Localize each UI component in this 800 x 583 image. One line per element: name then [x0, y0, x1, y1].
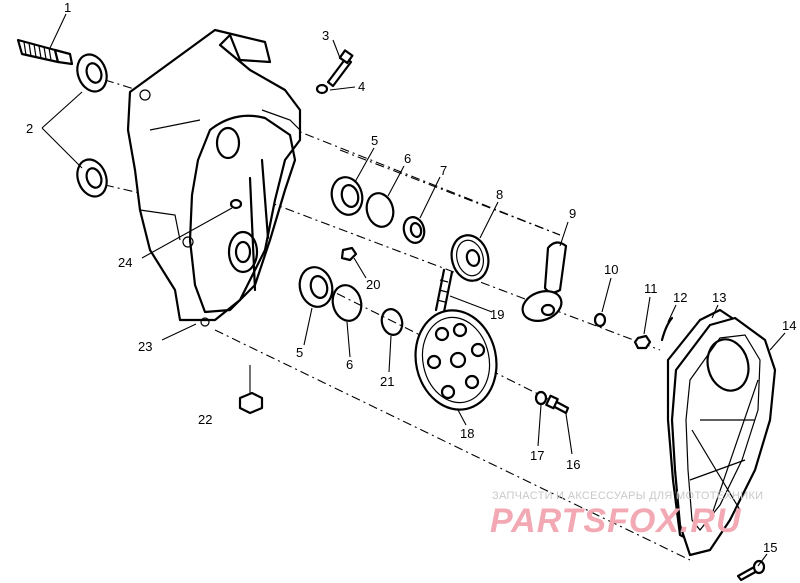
part-5-bearing-upper — [330, 176, 364, 216]
callout-21: 21 — [380, 374, 394, 389]
watermark-tagline: ЗАПЧАСТИ И АКСЕССУАРЫ ДЛЯ МОТОТЕХНИКИ — [492, 490, 763, 502]
part-21-o-ring — [380, 308, 404, 336]
part-18-bottom-sprocket — [414, 309, 498, 411]
part-24-dowel — [229, 198, 243, 210]
part-17-washer — [534, 390, 548, 406]
part-2-oil-seals — [76, 53, 108, 198]
callout-13: 13 — [712, 290, 726, 305]
part-7-spacer — [402, 216, 426, 244]
callout-5-lower: 5 — [296, 345, 303, 360]
callout-8: 8 — [496, 187, 503, 202]
callout-numbers: 1 2 3 4 5 5 6 6 7 8 9 10 11 12 13 14 15 … — [26, 0, 796, 555]
callout-7: 7 — [440, 163, 447, 178]
part-23-chaincase-housing — [126, 28, 302, 327]
part-9-tensioner-arm — [521, 241, 568, 322]
part-3-bolt — [326, 49, 354, 88]
callout-15: 15 — [763, 540, 777, 555]
part-19-chain — [434, 268, 454, 314]
callout-24: 24 — [118, 255, 132, 270]
part-8-top-sprocket — [450, 234, 490, 282]
part-22-drain-bolt — [238, 365, 264, 415]
part-4-washer — [315, 83, 329, 95]
callout-1: 1 — [64, 0, 71, 15]
part-16-bolt — [545, 394, 570, 415]
part-20-plug — [340, 246, 358, 262]
callout-10: 10 — [604, 262, 618, 277]
part-15-cover-bolt — [736, 559, 766, 582]
callout-14: 14 — [782, 318, 796, 333]
callout-23: 23 — [138, 339, 152, 354]
part-12-pin — [660, 316, 674, 342]
watermark-brand: PARTSFOX.RU — [490, 502, 742, 540]
part-14-chaincase-cover — [670, 316, 777, 557]
callout-17: 17 — [530, 448, 544, 463]
part-1-splined-shaft — [16, 38, 74, 66]
callout-19: 19 — [490, 307, 504, 322]
callout-18: 18 — [460, 426, 474, 441]
callout-11: 11 — [644, 281, 658, 296]
part-10-washer — [593, 312, 607, 328]
callout-12: 12 — [673, 290, 687, 305]
part-11-nut — [633, 334, 652, 350]
part-5-bearing-lower — [298, 266, 334, 308]
callout-2: 2 — [26, 121, 33, 136]
callout-5-upper: 5 — [371, 133, 378, 148]
callout-6-lower: 6 — [346, 357, 353, 372]
watermark: ЗАПЧАСТИ И АКСЕССУАРЫ ДЛЯ МОТОТЕХНИКИ PA… — [490, 490, 763, 540]
part-6-ring-lower — [331, 284, 363, 322]
callout-20: 20 — [366, 277, 380, 292]
callout-9: 9 — [569, 206, 576, 221]
callout-4: 4 — [358, 79, 365, 94]
callout-3: 3 — [322, 28, 329, 43]
callout-leaders — [41, 13, 786, 567]
callout-6-upper: 6 — [404, 151, 411, 166]
callout-22: 22 — [198, 412, 212, 427]
callout-16: 16 — [566, 457, 580, 472]
part-6-ring-upper — [365, 192, 395, 228]
